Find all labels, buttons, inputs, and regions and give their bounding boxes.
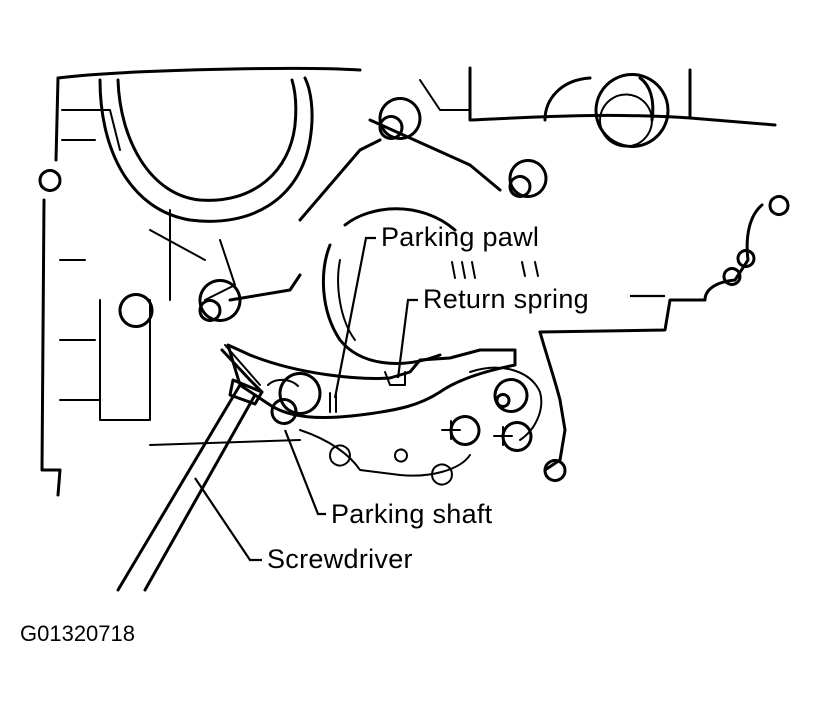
screwdriver-leader	[194, 477, 262, 562]
parking-pawl-label: Parking pawl	[381, 222, 539, 252]
parking-pawl-part	[226, 343, 517, 420]
leader-lines	[194, 236, 665, 562]
parking-shaft-part	[267, 372, 322, 425]
screwdriver-label: Screwdriver	[267, 544, 413, 574]
return-spring-label: Return spring	[423, 284, 589, 314]
parking-shaft-label: Parking shaft	[331, 499, 493, 529]
transmission-case	[38, 66, 790, 497]
return-spring-leader	[396, 298, 418, 379]
parking-pawl-leader	[333, 236, 376, 399]
parking-shaft-leader	[283, 429, 326, 516]
return-spring-part	[220, 344, 264, 394]
figure-id: G01320718	[20, 621, 135, 646]
screwdriver-tool	[116, 378, 264, 592]
